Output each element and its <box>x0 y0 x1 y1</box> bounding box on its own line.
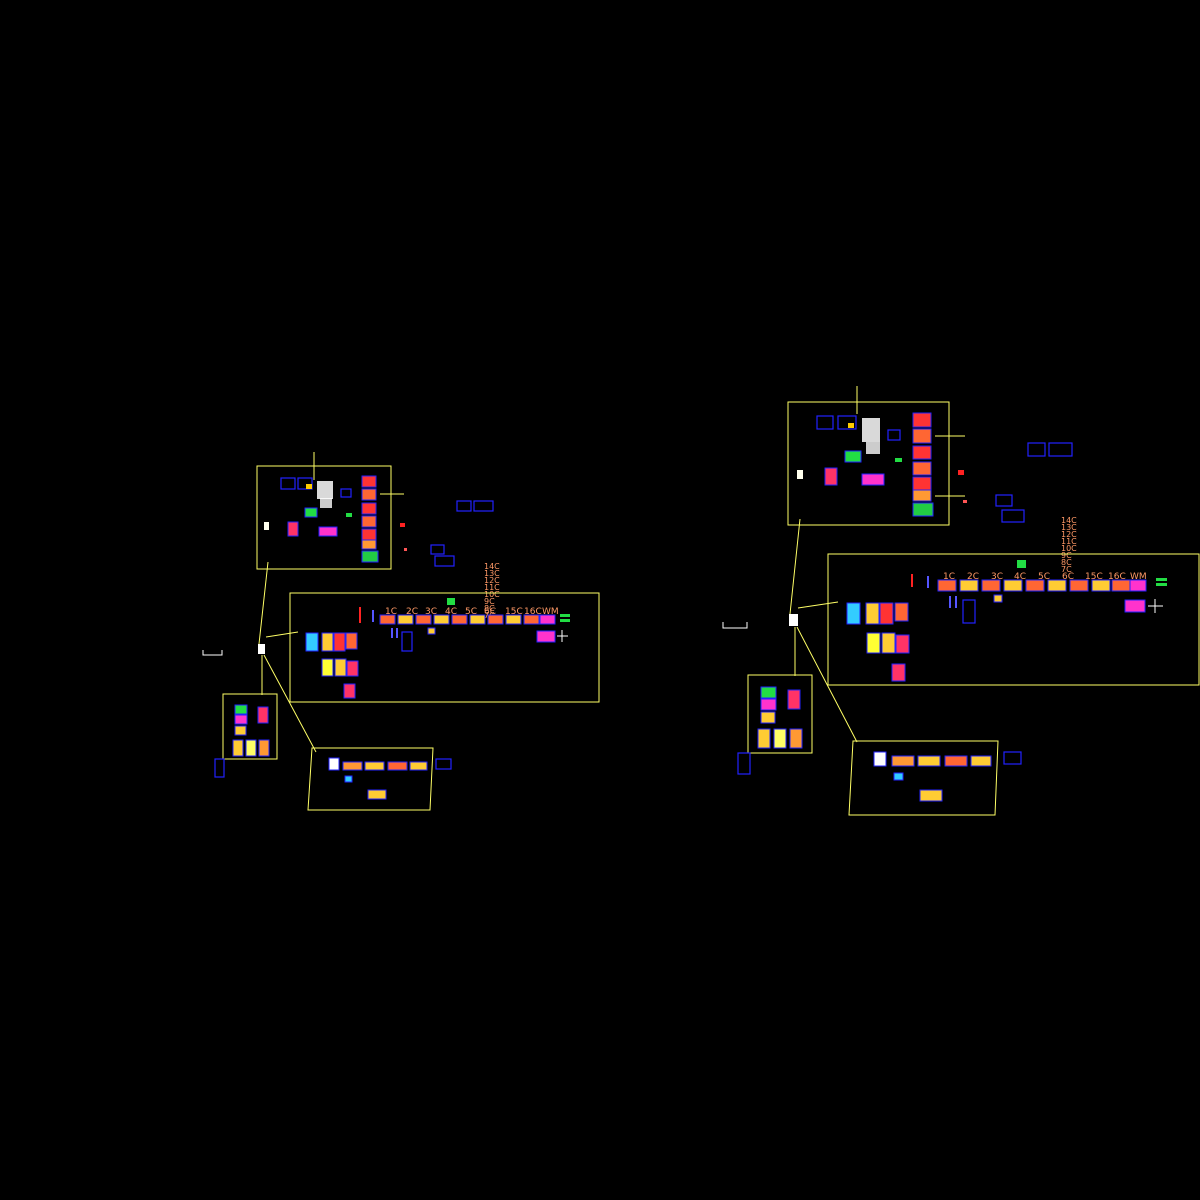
sheet-thumbnails-top-right[interactable] <box>797 412 967 517</box>
floor-labels-left: 1C 2C 3C 4C 5C 6C 15C 16C WM <box>385 607 559 617</box>
stack-labels-right: 14C 13C 12C 11C 10C 9C 8C 7C <box>1061 516 1077 574</box>
floor-label: 16C <box>524 607 542 617</box>
detail-box[interactable] <box>995 494 1013 507</box>
floor-label: 4C <box>445 607 457 617</box>
sheet-frame-top-left[interactable] <box>256 465 392 570</box>
floor-label: 1C <box>385 607 397 617</box>
floor-label: 2C <box>406 607 418 617</box>
leader-line <box>796 626 858 743</box>
leader-line <box>789 518 801 615</box>
stack-label: 10C <box>1061 544 1077 553</box>
stack-label: 12C <box>484 576 500 585</box>
detail-box[interactable] <box>430 544 445 555</box>
sheet-frame-skewed-right[interactable] <box>848 740 999 816</box>
sheet-frame-small-left[interactable] <box>222 693 278 760</box>
floor-label: 4C <box>1014 572 1026 582</box>
detail-box[interactable] <box>1003 751 1022 765</box>
detail-box[interactable] <box>473 500 494 512</box>
sheet-frame-main-right[interactable] <box>827 553 1200 686</box>
floor-label: 3C <box>425 607 437 617</box>
sheet-thumbnails-top-left[interactable] <box>264 475 407 563</box>
sheet-thumbnails-skewed-right[interactable] <box>873 751 992 802</box>
floor-label: 1C <box>943 572 955 582</box>
detail-box[interactable] <box>434 555 455 567</box>
floor-label: 3C <box>991 572 1003 582</box>
floor-label: 16C <box>1108 572 1126 582</box>
stack-label: 13C <box>484 569 500 578</box>
floor-label: 15C <box>505 607 523 617</box>
stack-label: 8C <box>1061 558 1072 567</box>
sheet-thumbnails-small-left[interactable] <box>232 704 270 757</box>
floor-label: WM <box>1130 572 1147 582</box>
floor-label: 6C <box>484 607 496 617</box>
bracket-mark <box>202 650 223 656</box>
stack-label: 9C <box>484 597 495 606</box>
drawing-set-right[interactable]: 14C 13C 12C 11C 10C 9C 8C 7C 1C 2C 3C 4C… <box>722 386 1200 816</box>
stack-label: 14C <box>1061 516 1077 525</box>
leader-line <box>797 601 839 609</box>
sheet-frame-small-right[interactable] <box>747 674 813 754</box>
floor-plan-strip-right[interactable] <box>846 560 1167 682</box>
stack-label: 11C <box>484 583 500 592</box>
stack-label: 10C <box>484 590 500 599</box>
hub-marker[interactable] <box>258 644 265 654</box>
sheet-thumbnails-skewed-left[interactable] <box>328 757 428 800</box>
detail-box[interactable] <box>435 758 452 770</box>
sheet-frame-skewed-left[interactable] <box>307 747 434 811</box>
floor-labels-right: 1C 2C 3C 4C 5C 6C 15C 16C WM <box>943 572 1147 582</box>
stack-label: 9C <box>1061 551 1072 560</box>
floor-label: 5C <box>1038 572 1050 582</box>
hub-marker[interactable] <box>789 614 798 626</box>
sheet-frame-top-right[interactable] <box>787 401 950 526</box>
leader-line <box>263 654 317 753</box>
floor-label: 6C <box>1062 572 1074 582</box>
drawing-set-left[interactable]: 14C 13C 12C 11C 10C 9C 8C 7C 1C 2C 3C 4C… <box>202 452 600 811</box>
sheet-thumbnails-small-right[interactable] <box>757 686 803 749</box>
floor-label: 2C <box>967 572 979 582</box>
stack-label: 8C <box>484 604 495 613</box>
detail-box[interactable] <box>214 758 225 778</box>
sheet-frame-main-left[interactable] <box>289 592 600 703</box>
floor-label: 5C <box>465 607 477 617</box>
detail-box[interactable] <box>1027 442 1046 457</box>
detail-box[interactable] <box>737 752 751 775</box>
detail-box[interactable] <box>456 500 472 512</box>
leader-line <box>258 561 269 645</box>
floor-label: 15C <box>1085 572 1103 582</box>
stack-label: 14C <box>484 562 500 571</box>
floor-plan-strip-left[interactable] <box>305 598 570 699</box>
stack-label: 11C <box>1061 537 1077 546</box>
floor-label: WM <box>542 607 559 617</box>
detail-box[interactable] <box>1048 442 1073 457</box>
detail-box[interactable] <box>1001 509 1025 523</box>
stack-label: 13C <box>1061 523 1077 532</box>
bracket-mark <box>722 622 748 629</box>
stack-label: 12C <box>1061 530 1077 539</box>
leader-line <box>265 631 299 638</box>
stack-label: 7C <box>1061 565 1072 574</box>
